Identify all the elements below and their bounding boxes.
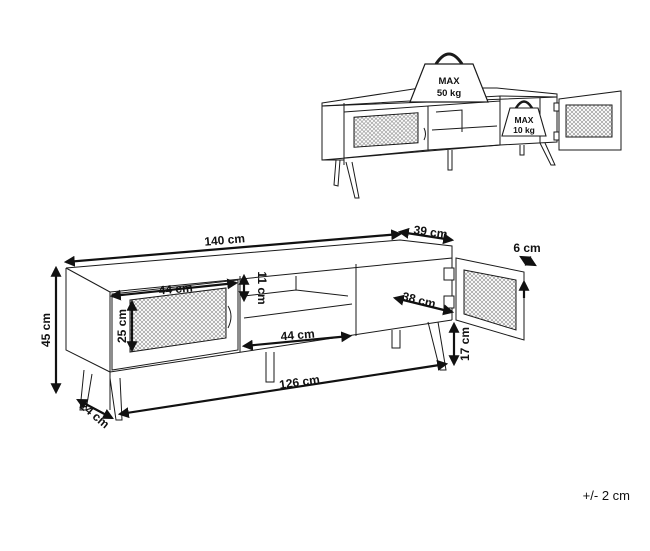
dimension-lines [50,227,537,420]
top-weight-value: 50 kg [437,88,461,99]
dim-line-width [63,229,403,267]
label-shelf-gap: 11 cm [255,271,269,304]
dim-line-shelf-width [241,331,353,351]
dim-line-leg-depth [76,398,114,420]
dim-line-inner-depth [392,294,455,316]
label-shelf-width: 44 cm [280,327,315,344]
label-leg-span: 126 cm [278,372,320,392]
small-isometric-view [321,87,622,199]
label-total-height: 45 cm [39,313,53,347]
dim-line-door [519,255,537,267]
dim-line-compartment-width [109,278,239,301]
dim-line-leg-span [117,359,449,419]
label-total-width: 140 cm [204,231,246,248]
shelf-weight-max: MAX [515,115,534,125]
dimension-labels: 140 cm 39 cm 6 cm 45 cm 44 cm 25 cm 11 c… [39,223,541,431]
label-compartment-height: 25 cm [115,309,129,343]
dim-line-depth [397,227,455,245]
label-leg-depth: 24 cm [77,399,112,432]
weight-icon-top: MAX 50 kg [409,52,489,103]
label-leg-height: 17 cm [458,327,472,361]
tolerance-note: +/- 2 cm [582,488,630,503]
shelf-weight-value: 10 kg [513,125,535,135]
label-door-depth: 6 cm [513,241,540,255]
label-inner-depth: 38 cm [401,289,437,311]
label-depth: 39 cm [413,223,449,242]
weight-icon-shelf: MAX 10 kg [501,100,547,137]
label-compartment-width: 44 cm [158,281,193,298]
top-weight-max: MAX [438,76,460,87]
